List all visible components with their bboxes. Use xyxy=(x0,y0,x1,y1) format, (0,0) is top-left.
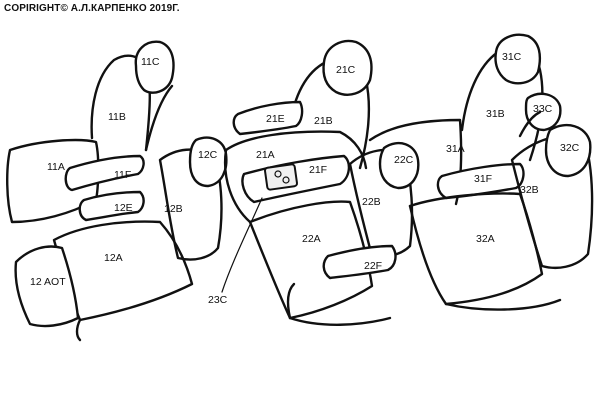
label-11a: 11A xyxy=(47,161,65,173)
label-12c: 12C xyxy=(198,149,218,161)
label-21a: 21A xyxy=(256,149,275,161)
part-22a-outline xyxy=(248,200,374,320)
label-21e: 21E xyxy=(266,113,285,125)
part-21e-pad xyxy=(232,100,304,136)
part-11f-armrest xyxy=(64,154,145,192)
middle-seat xyxy=(221,39,420,326)
label-22c: 22C xyxy=(394,154,414,166)
part-21a-outline xyxy=(224,130,368,170)
leader-23c xyxy=(221,197,263,293)
label-32a: 32A xyxy=(476,233,495,245)
part-12aot-block xyxy=(14,245,80,328)
label-31b: 31B xyxy=(486,108,505,120)
part-31f-armrest xyxy=(436,162,525,200)
label-12e: 12E xyxy=(114,202,133,214)
part-32c-headrest xyxy=(544,123,592,178)
label-11f: 11F xyxy=(114,169,131,181)
label-31a: 31A xyxy=(446,143,465,155)
label-33c: 33C xyxy=(533,103,553,115)
label-22b: 22B xyxy=(362,196,381,208)
label-31f: 31F xyxy=(474,173,492,185)
label-11b: 11B xyxy=(108,111,126,123)
label-23c: 23C xyxy=(208,294,228,306)
label-21b: 21B xyxy=(314,115,333,127)
part-12e-pad xyxy=(78,190,145,222)
part-31c-headrest xyxy=(494,33,542,85)
label-12aot: 12 AOT xyxy=(30,276,66,288)
part-22f-armrest xyxy=(322,244,397,280)
label-21c: 21C xyxy=(336,64,356,76)
part-11c-headrest xyxy=(134,40,175,94)
part-23c-control-panel xyxy=(264,163,298,191)
part-11b-outline xyxy=(90,54,151,152)
part-22c-headrest xyxy=(378,141,420,190)
label-32c: 32C xyxy=(560,142,580,154)
front-left-seat xyxy=(6,40,228,342)
rear-right-seat xyxy=(368,33,594,311)
label-12a: 12A xyxy=(104,252,123,264)
part-32a-outline xyxy=(408,192,544,306)
part-12c-headrest xyxy=(188,136,228,188)
label-32b: 32B xyxy=(520,184,539,196)
label-21f: 21F xyxy=(309,164,327,176)
label-22f: 22F xyxy=(364,260,382,272)
label-12b: 12B xyxy=(164,203,183,215)
part-33c-headrest xyxy=(524,92,562,132)
part-21c-headrest xyxy=(322,39,373,96)
copyright-text: COPIRIGHT© А.Л.КАРПЕНКО 2019Г. xyxy=(4,3,180,14)
label-11c: 11C xyxy=(141,56,160,68)
part-labels: 11C 11B 11A 11F 12E 12C 12B 12A 12 AOT 2… xyxy=(30,51,580,306)
label-31c: 31C xyxy=(502,51,522,63)
label-22a: 22A xyxy=(302,233,321,245)
